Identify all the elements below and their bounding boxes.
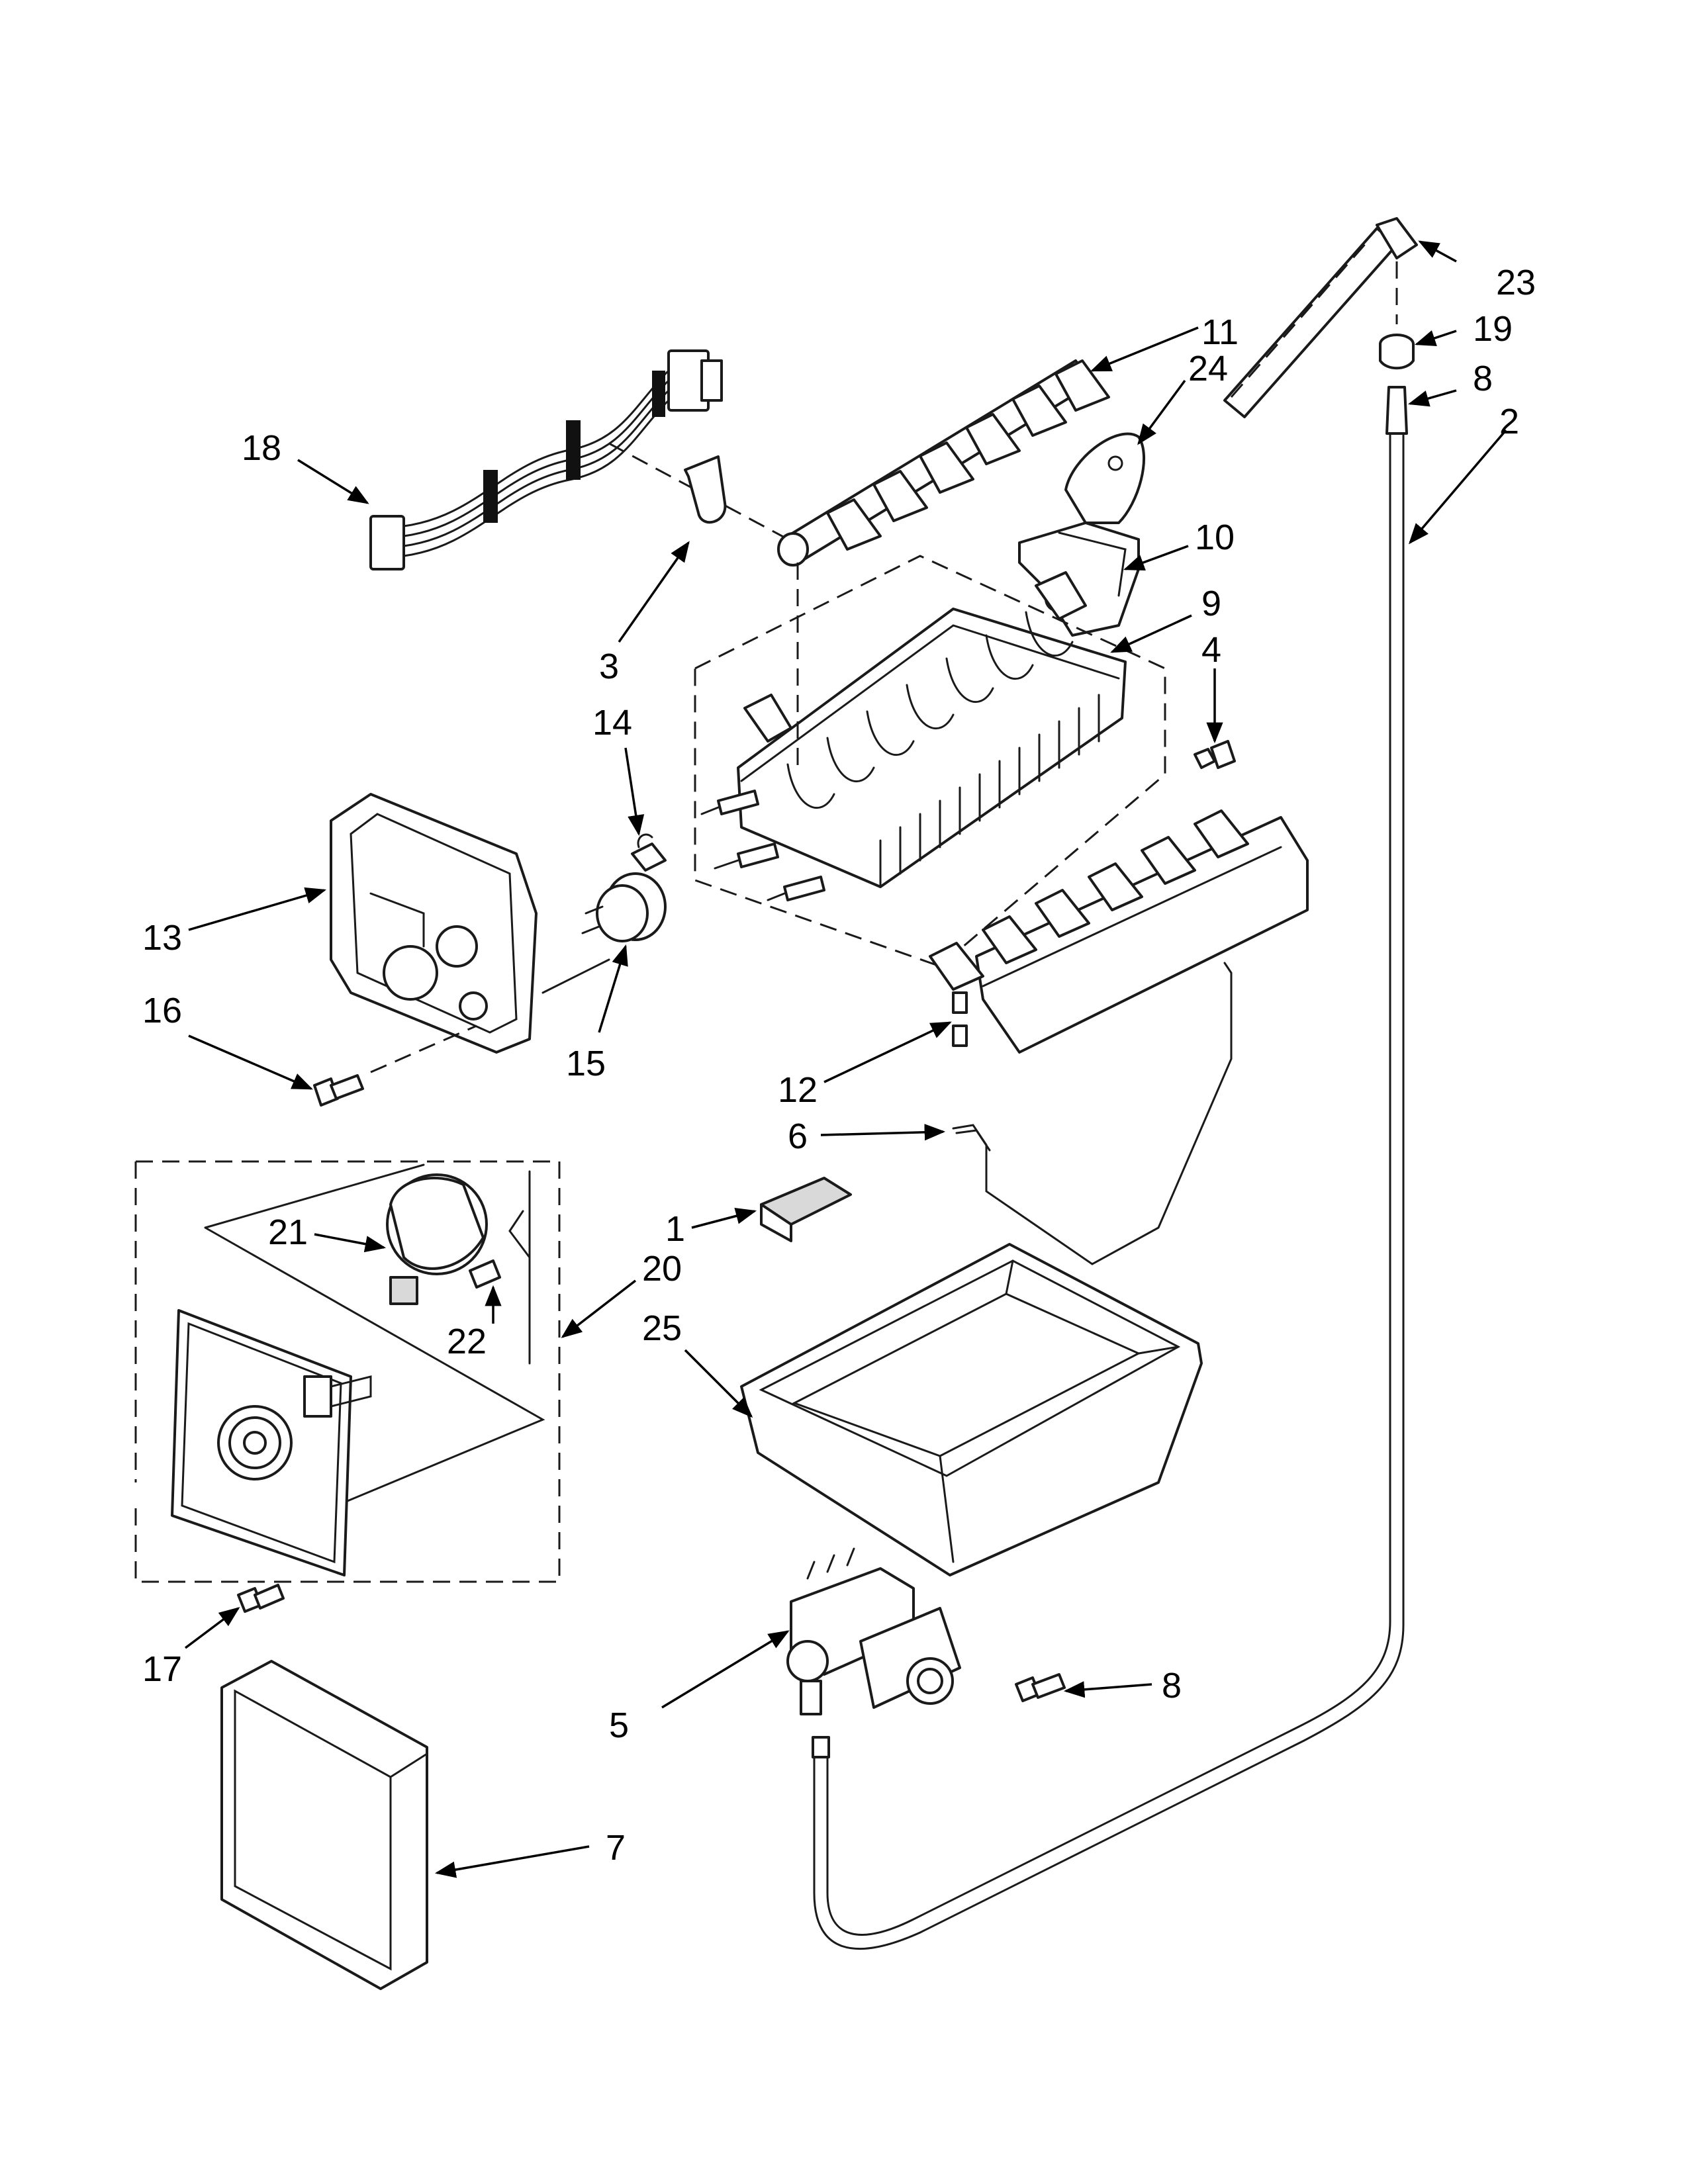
callout-6: 6 <box>788 1116 808 1156</box>
callout-1: 1 <box>665 1209 685 1249</box>
callout-4: 4 <box>1201 630 1221 670</box>
callout-labels: 18 3 11 24 10 9 4 14 13 15 16 12 6 1 21 … <box>142 263 1536 1868</box>
cam-cover <box>1064 432 1145 524</box>
ice-mold <box>700 571 1127 901</box>
fill-cup <box>1018 522 1140 637</box>
callout-23: 23 <box>1496 263 1536 302</box>
fill-tube <box>1223 217 1418 418</box>
callout-15: 15 <box>566 1044 606 1083</box>
wire-harness <box>369 349 723 570</box>
ice-stripper <box>929 809 1309 1054</box>
callout-25: 25 <box>642 1308 682 1348</box>
screw-17 <box>237 1584 285 1613</box>
callout-16: 16 <box>142 991 182 1030</box>
callout-10: 10 <box>1195 518 1235 557</box>
control-module <box>171 1163 545 1576</box>
callout-7: 7 <box>606 1828 626 1868</box>
callout-8-lower: 8 <box>1162 1666 1182 1706</box>
callout-22: 22 <box>447 1322 487 1361</box>
tube-fitting <box>1385 386 1408 435</box>
callout-14: 14 <box>592 703 632 743</box>
drive-motor <box>386 1173 488 1305</box>
water-valve <box>786 1547 961 1715</box>
callout-9: 9 <box>1201 584 1221 623</box>
callout-12: 12 <box>778 1070 818 1110</box>
ice-bin <box>740 1243 1203 1576</box>
screw-16 <box>313 1074 364 1107</box>
callout-13: 13 <box>142 918 182 958</box>
ejector-arm <box>777 359 1110 567</box>
leader-lines <box>184 240 1507 1878</box>
bracket <box>760 1177 852 1242</box>
callout-20: 20 <box>642 1249 682 1289</box>
control-housing <box>330 793 610 1054</box>
thermostat <box>581 872 667 942</box>
front-cover <box>220 1660 428 1990</box>
callout-8-upper: 8 <box>1473 359 1493 398</box>
grommet <box>1379 334 1415 370</box>
wire-clip <box>631 833 667 872</box>
callout-19: 19 <box>1473 309 1513 349</box>
screw-4 <box>1194 740 1236 769</box>
screw-8-lower <box>1015 1673 1066 1702</box>
screw-22 <box>469 1259 501 1289</box>
callout-3: 3 <box>599 647 619 686</box>
callout-2: 2 <box>1499 402 1519 441</box>
callout-17: 17 <box>142 1649 182 1689</box>
shutoff-arm <box>952 962 1233 1265</box>
mounting-clip <box>684 455 727 524</box>
water-fill-tube <box>812 432 1405 1950</box>
callout-11: 11 <box>1201 312 1239 352</box>
callout-24: 24 <box>1188 349 1228 388</box>
callout-21: 21 <box>268 1212 308 1252</box>
callout-5: 5 <box>609 1706 629 1745</box>
callout-18: 18 <box>242 428 281 468</box>
